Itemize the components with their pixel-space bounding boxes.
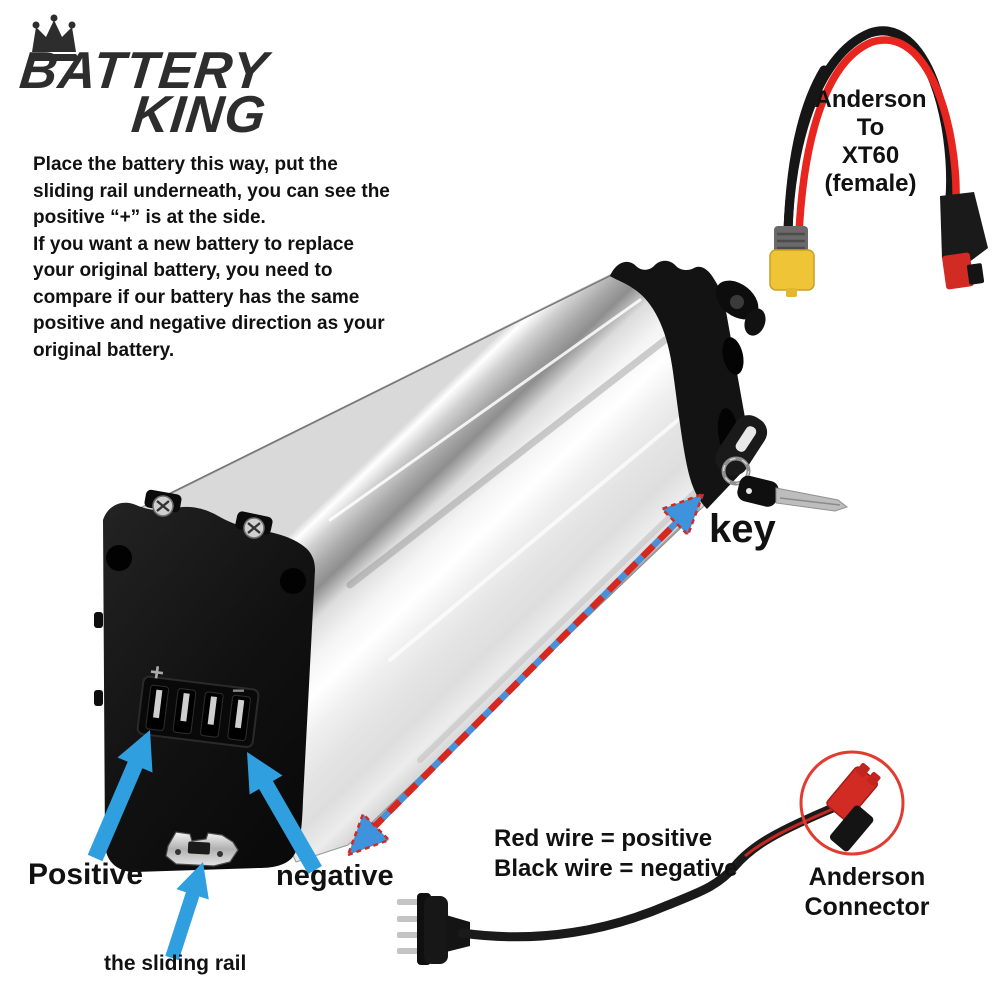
- length-arrow-icon: [345, 491, 706, 858]
- plus-mark: +: [148, 658, 166, 687]
- sliding-rail: [165, 831, 239, 867]
- four-pin-plug-icon: [397, 893, 470, 965]
- anderson-connector-icon: [826, 762, 881, 852]
- brand-logo-line2: KING: [129, 86, 270, 144]
- minus-mark: −: [232, 678, 245, 703]
- highlight-circle: [799, 750, 905, 856]
- crown-icon: [31, 14, 77, 61]
- negative-label: negative: [276, 860, 394, 892]
- xt60-connector-icon: [769, 226, 815, 297]
- callout-arrows: [87, 730, 322, 961]
- discharge-port: [136, 675, 260, 749]
- positive-arrow-icon: [87, 730, 153, 862]
- key-icon: [715, 415, 849, 512]
- keyhole: [722, 337, 744, 375]
- battery-end-cap: [610, 260, 751, 509]
- mount-hole: [280, 568, 306, 594]
- screw-icon: [152, 495, 174, 517]
- key-label: key: [709, 507, 776, 551]
- instruction-paragraph: Place the battery this way, put the slid…: [33, 154, 390, 361]
- adapter-cable-photo: [769, 26, 988, 297]
- adapter-cable-label: Anderson To XT60 (female): [814, 86, 927, 197]
- negative-arrow-icon: [247, 752, 322, 874]
- positive-label: Positive: [28, 858, 144, 891]
- wire-polarity-note: Red wire = positive Black wire = negativ…: [494, 825, 738, 882]
- anderson-connector-top-icon: [940, 192, 988, 290]
- sliding-rail-label: the sliding rail: [104, 952, 247, 975]
- discharge-cable-photo: [397, 750, 905, 965]
- anderson-connector-label: Anderson Connector: [804, 863, 930, 921]
- mount-hole: [106, 545, 132, 571]
- screw-icon: [243, 517, 265, 539]
- sliding-rail-arrow-icon: [165, 862, 209, 961]
